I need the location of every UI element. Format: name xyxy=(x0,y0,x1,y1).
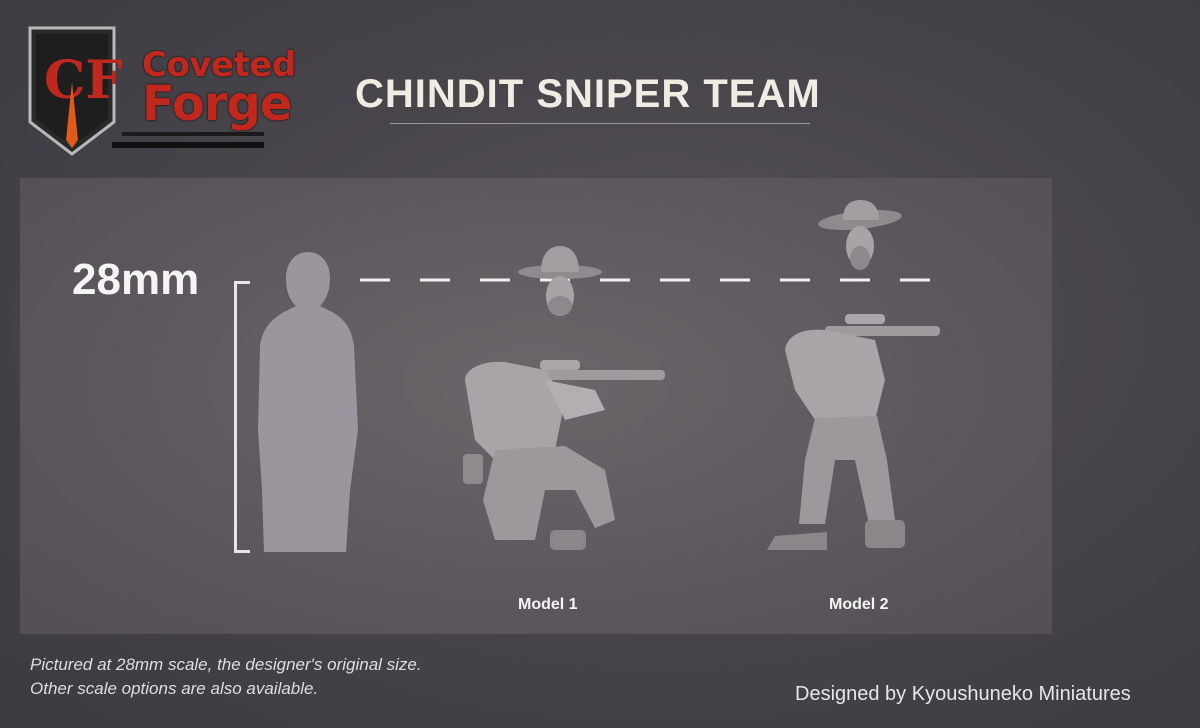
title-underline xyxy=(390,123,810,124)
brand-logo: CF Coveted Forge xyxy=(22,22,296,162)
model-1-label: Model 1 xyxy=(518,596,578,613)
head-with-hat-icon xyxy=(818,200,902,270)
human-silhouette-icon xyxy=(258,252,358,552)
page-title: CHINDIT SNIPER TEAM xyxy=(355,72,821,116)
footnote-line-2: Other scale options are also available. xyxy=(30,679,319,698)
height-reference-line xyxy=(360,278,940,282)
logo-line-2: Forge xyxy=(142,76,292,132)
logo-monogram: CF xyxy=(44,50,122,111)
footnote-line-1: Pictured at 28mm scale, the designer's o… xyxy=(30,655,422,674)
model-1-figure xyxy=(463,360,665,550)
model-2-figure xyxy=(767,314,940,550)
scale-label: 28mm xyxy=(72,255,200,304)
shield-logo-icon: CF xyxy=(28,26,264,156)
scale-footnote: Pictured at 28mm scale, the designer's o… xyxy=(30,653,422,701)
scale-bracket xyxy=(234,281,250,553)
logo-line-1: Coveted xyxy=(142,45,296,85)
designer-credit: Designed by Kyoushuneko Miniatures xyxy=(795,683,1131,705)
model-2-label: Model 2 xyxy=(829,596,889,613)
head-with-hat-icon xyxy=(518,246,602,316)
logo-wordmark: Coveted Forge xyxy=(142,48,296,128)
